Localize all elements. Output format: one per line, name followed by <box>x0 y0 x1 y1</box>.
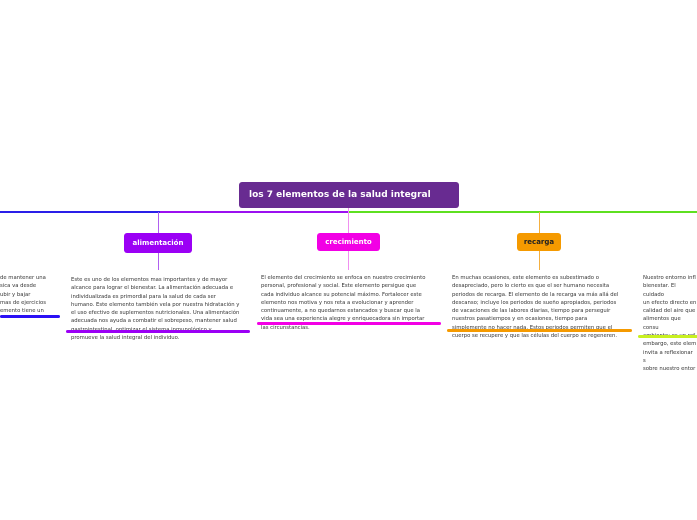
underline-alimentacion <box>66 330 250 333</box>
topic-label: crecimiento <box>325 238 372 246</box>
topic-text-alimentacion: Este es uno de los elementos mas importa… <box>71 277 240 342</box>
underline-left <box>0 315 60 318</box>
topic-recarga[interactable]: recarga <box>517 233 561 251</box>
connector-alimentacion <box>160 211 349 213</box>
topic-alimentacion[interactable]: alimentación <box>124 233 192 253</box>
underline-crecimiento <box>257 322 441 325</box>
topic-label: recarga <box>523 238 555 246</box>
topic-crecimiento[interactable]: crecimiento <box>317 233 380 251</box>
underline-right <box>638 335 697 338</box>
topic-text-right: Nuestro entorno infl bienestar. El cuida… <box>643 275 697 373</box>
underline-recarga <box>447 329 632 332</box>
connector-right <box>349 211 697 213</box>
root-node[interactable]: los 7 elementos de la salud integral <box>239 182 459 208</box>
connector-left <box>0 211 160 213</box>
topic-label: alimentación <box>132 239 184 247</box>
topic-text-crecimiento: El elemento del crecimiento se enfoca en… <box>261 275 426 331</box>
root-label: los 7 elementos de la salud integral <box>249 190 431 200</box>
topic-text-left: de mantener una sica va desde ubir y baj… <box>0 275 46 315</box>
topic-text-recarga: En muchas ocasiones, este elemento es su… <box>452 275 619 340</box>
